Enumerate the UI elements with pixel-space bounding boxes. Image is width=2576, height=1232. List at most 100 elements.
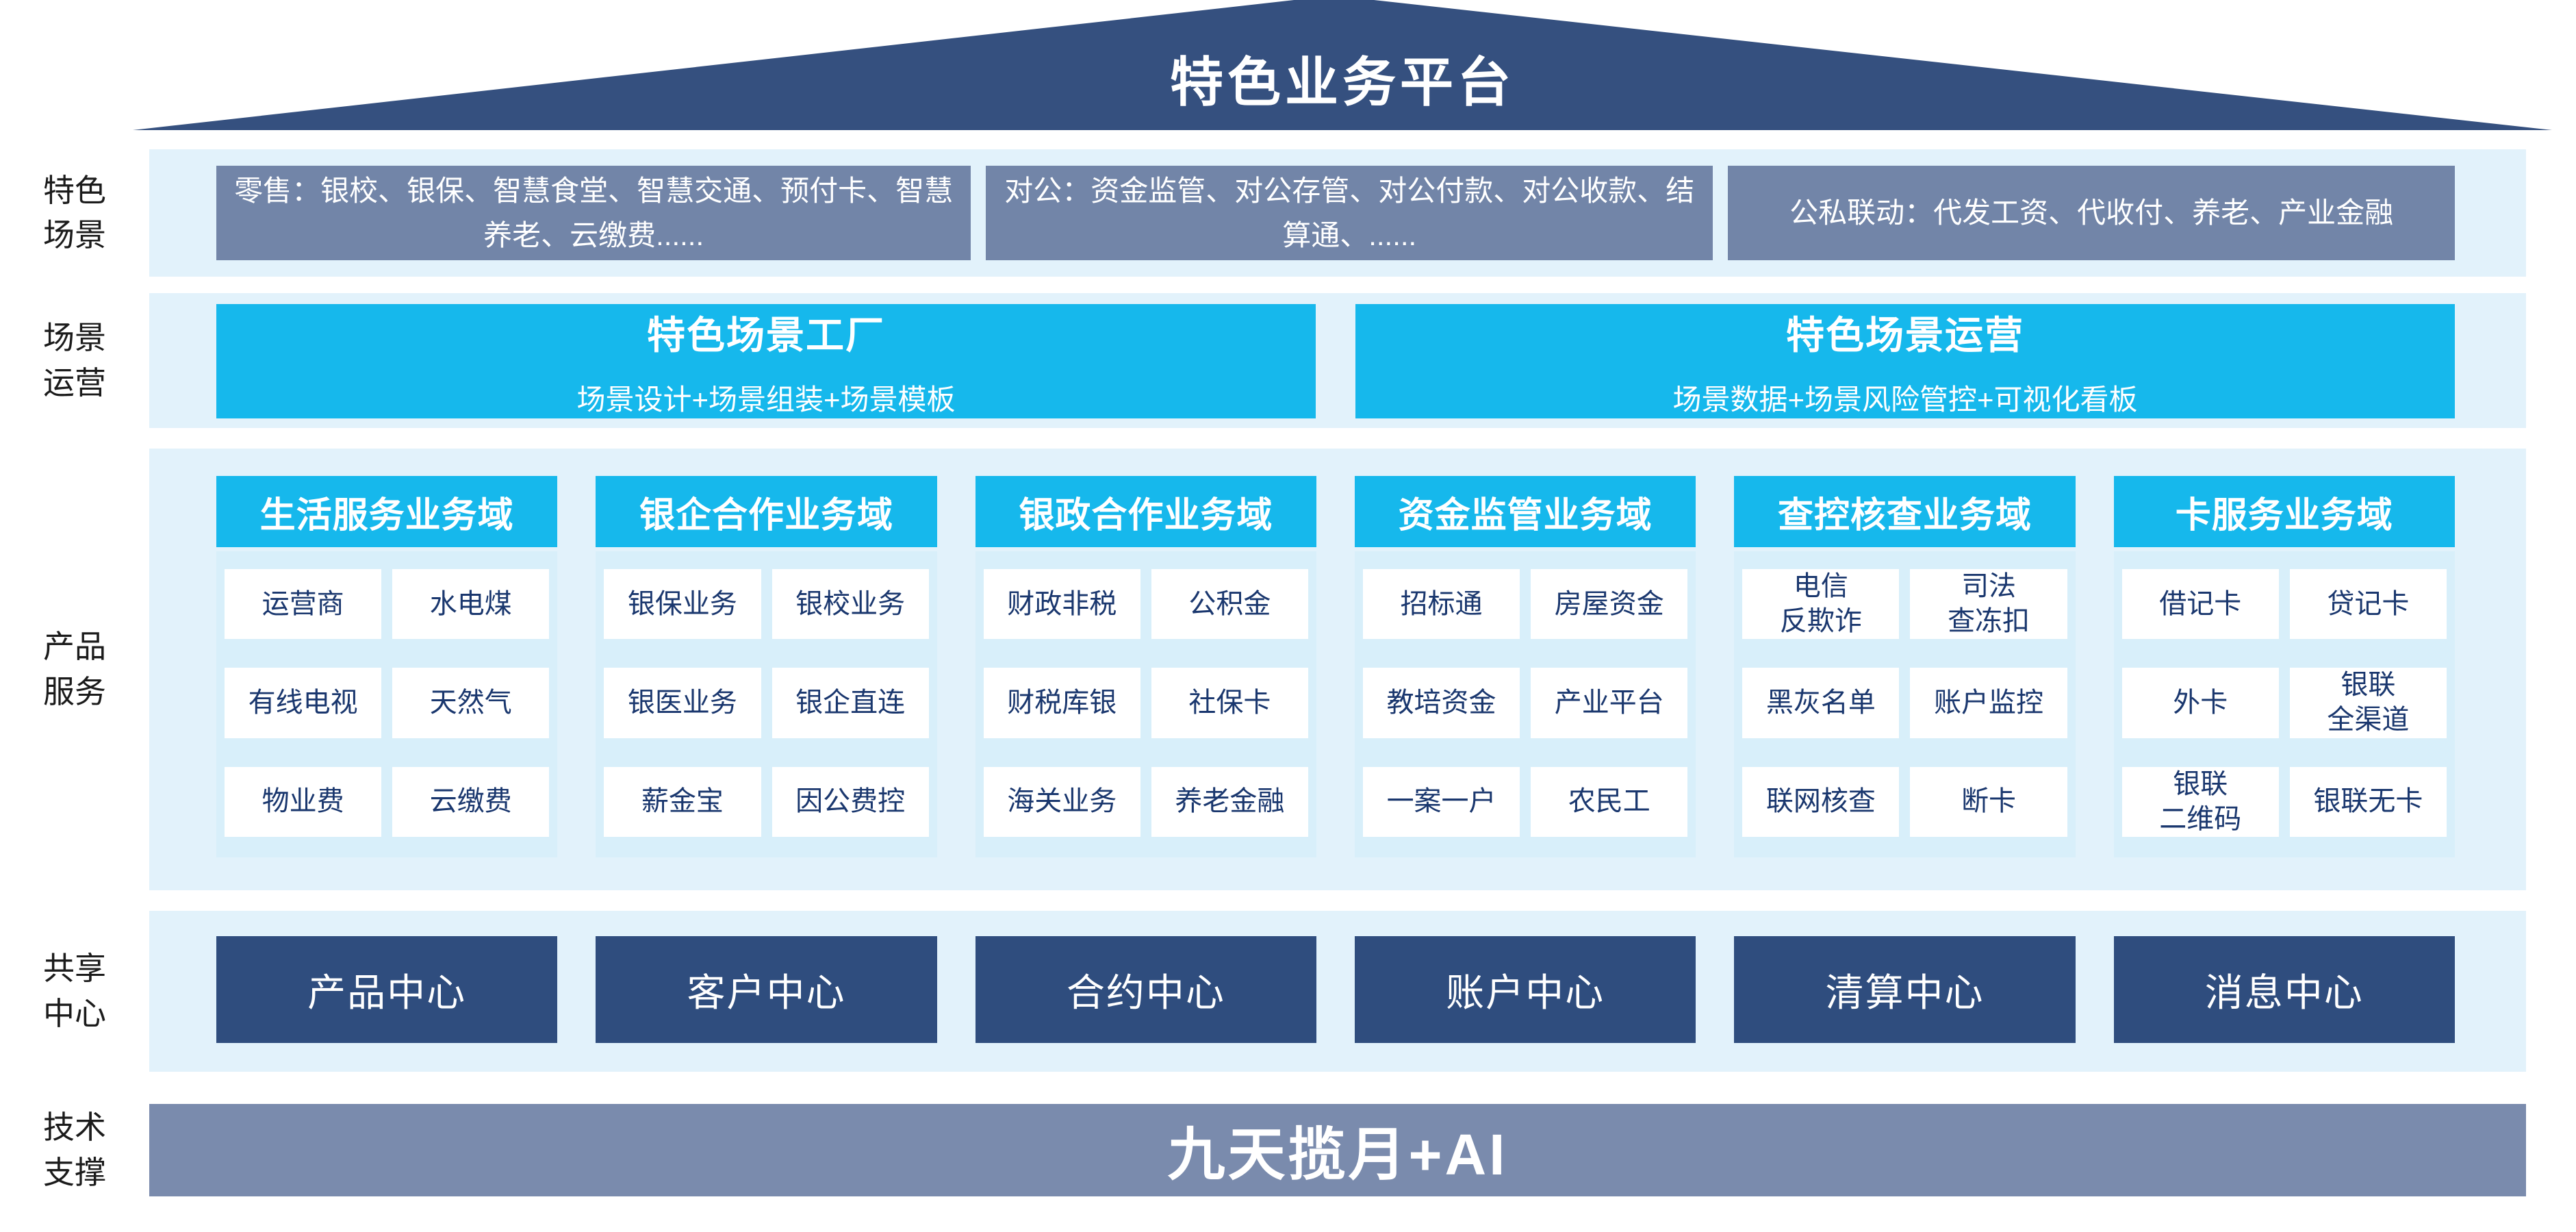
operation-band: 特色场景工厂 场景设计+场景组装+场景模板 特色场景运营 场景数据+场景风险管控…	[149, 293, 2526, 428]
product-chip: 联网核查	[1742, 766, 1900, 837]
chip-row: 黑灰名单 账户监控	[1742, 668, 2067, 738]
chip-row: 联网核查 断卡	[1742, 766, 2067, 837]
product-chip: 海关业务	[983, 766, 1140, 837]
product-chip: 账户监控	[1910, 668, 2067, 738]
chip-row: 招标通 房屋资金	[1362, 569, 1688, 640]
product-chip: 银联无卡	[2289, 766, 2447, 837]
sector-header: 生活服务业务域	[216, 476, 558, 547]
scene-factory-title: 特色场景工厂	[647, 313, 885, 357]
tech-support-bar: 九天揽月+AI	[149, 1104, 2526, 1196]
product-chip: 外卡	[2121, 668, 2279, 738]
center-customer: 客户中心	[596, 936, 937, 1043]
chip-row: 薪金宝 因公费控	[604, 766, 929, 837]
product-chip: 养老金融	[1151, 766, 1308, 837]
sector-life-services: 生活服务业务域 运营商 水电煤 有线电视 天然气 物业费 云缴费	[216, 476, 558, 857]
chip-row: 财政非税 公积金	[983, 569, 1308, 640]
scenes-band: 零售：银校、银保、智慧食堂、智慧交通、预付卡、智慧养老、云缴费...... 对公…	[149, 149, 2526, 277]
product-chip: 银联 全渠道	[2289, 668, 2447, 738]
chip-row: 银联 二维码 银联无卡	[2121, 766, 2447, 837]
centers-band: 产品中心 客户中心 合约中心 账户中心 清算中心 消息中心	[149, 911, 2526, 1072]
product-chip: 银校业务	[771, 569, 929, 640]
scene-operation-subtitle: 场景数据+场景风险管控+可视化看板	[1672, 383, 2138, 416]
product-chip: 银保业务	[604, 569, 761, 640]
product-chip: 司法 查冻扣	[1910, 569, 2067, 640]
product-chip: 因公费控	[771, 766, 929, 837]
sector-body: 财政非税 公积金 财税库银 社保卡 海关业务 养老金融	[975, 551, 1316, 857]
center-contract: 合约中心	[975, 936, 1316, 1043]
scene-operation-box: 特色场景运营 场景数据+场景风险管控+可视化看板	[1355, 304, 2455, 418]
product-chip: 财税库银	[983, 668, 1140, 738]
chip-row: 物业费 云缴费	[225, 766, 550, 837]
product-chip: 有线电视	[225, 668, 382, 738]
sector-body: 电信 反欺诈 司法 查冻扣 黑灰名单 账户监控 联网核查 断卡	[1734, 551, 2076, 857]
product-chip: 招标通	[1362, 569, 1520, 640]
center-message: 消息中心	[2113, 936, 2455, 1043]
product-chip: 物业费	[225, 766, 382, 837]
sector-body: 招标通 房屋资金 教培资金 产业平台 一案一户 农民工	[1354, 551, 1696, 857]
sector-fund-supervision: 资金监管业务域 招标通 房屋资金 教培资金 产业平台 一案一户 农民工	[1354, 476, 1696, 857]
product-chip: 运营商	[225, 569, 382, 640]
sector-card-services: 卡服务业务域 借记卡 贷记卡 外卡 银联 全渠道 银联 二维码 银联无卡	[2113, 476, 2455, 857]
chip-row: 有线电视 天然气	[225, 668, 550, 738]
sector-header: 银企合作业务域	[596, 476, 937, 547]
chip-row: 电信 反欺诈 司法 查冻扣	[1742, 569, 2067, 640]
chip-row: 海关业务 养老金融	[983, 766, 1308, 837]
row-label-centers: 共享 中心	[43, 951, 106, 1031]
sector-header: 卡服务业务域	[2113, 476, 2455, 547]
product-chip: 产业平台	[1531, 668, 1688, 738]
row-label-tech: 技术 支撑	[43, 1109, 106, 1190]
sector-header: 资金监管业务域	[1354, 476, 1696, 547]
product-chip: 农民工	[1531, 766, 1688, 837]
chip-row: 银医业务 银企直连	[604, 668, 929, 738]
sector-body: 银保业务 银校业务 银医业务 银企直连 薪金宝 因公费控	[596, 551, 937, 857]
product-chip: 银联 二维码	[2121, 766, 2279, 837]
product-chip: 断卡	[1910, 766, 2067, 837]
product-chip: 薪金宝	[604, 766, 761, 837]
chip-row: 财税库银 社保卡	[983, 668, 1308, 738]
chip-row: 银保业务 银校业务	[604, 569, 929, 640]
scene-box-retail: 零售：银校、银保、智慧食堂、智慧交通、预付卡、智慧养老、云缴费......	[216, 166, 971, 260]
row-label-products: 产品 服务	[43, 629, 106, 709]
sector-body: 运营商 水电煤 有线电视 天然气 物业费 云缴费	[216, 551, 558, 857]
scene-box-public-private: 公私联动：代发工资、代收付、养老、产业金融	[1728, 166, 2456, 260]
row-label-scenes: 特色 场景	[43, 172, 106, 253]
center-clearing: 清算中心	[1734, 936, 2076, 1043]
tech-support-title: 九天揽月+AI	[1167, 1122, 1508, 1187]
product-chip: 黑灰名单	[1742, 668, 1900, 738]
product-chip: 财政非税	[983, 569, 1140, 640]
scene-factory-box: 特色场景工厂 场景设计+场景组装+场景模板	[216, 304, 1316, 418]
product-chip: 电信 反欺诈	[1742, 569, 1900, 640]
chip-row: 教培资金 产业平台	[1362, 668, 1688, 738]
product-chip: 贷记卡	[2289, 569, 2447, 640]
chip-row: 运营商 水电煤	[225, 569, 550, 640]
product-chip: 房屋资金	[1531, 569, 1688, 640]
sector-bank-government: 银政合作业务域 财政非税 公积金 财税库银 社保卡 海关业务 养老金融	[975, 476, 1316, 857]
sector-header: 银政合作业务域	[975, 476, 1316, 547]
sector-inspection-verification: 查控核查业务域 电信 反欺诈 司法 查冻扣 黑灰名单 账户监控 联网核查 断卡	[1734, 476, 2076, 857]
sector-header: 查控核查业务域	[1734, 476, 2076, 547]
products-band: 生活服务业务域 运营商 水电煤 有线电视 天然气 物业费 云缴费 银企合作业务域	[149, 449, 2526, 890]
product-chip: 社保卡	[1151, 668, 1308, 738]
platform-title: 特色业务平台	[1169, 52, 1515, 112]
product-chip: 银企直连	[771, 668, 929, 738]
product-chip: 云缴费	[392, 766, 550, 837]
chip-row: 外卡 银联 全渠道	[2121, 668, 2447, 738]
product-chip: 水电煤	[392, 569, 550, 640]
center-account: 账户中心	[1354, 936, 1696, 1043]
product-chip: 银医业务	[604, 668, 761, 738]
scene-box-corporate: 对公：资金监管、对公存管、对公付款、对公收款、结算通、......	[986, 166, 1713, 260]
chip-row: 一案一户 农民工	[1362, 766, 1688, 837]
sector-body: 借记卡 贷记卡 外卡 银联 全渠道 银联 二维码 银联无卡	[2113, 551, 2455, 857]
scene-factory-subtitle: 场景设计+场景组装+场景模板	[576, 383, 956, 416]
scene-operation-title: 特色场景运营	[1786, 313, 2024, 357]
chip-row: 借记卡 贷记卡	[2121, 569, 2447, 640]
product-chip: 公积金	[1151, 569, 1308, 640]
product-chip: 一案一户	[1362, 766, 1520, 837]
product-chip: 教培资金	[1362, 668, 1520, 738]
row-label-operation: 场景 运营	[43, 320, 106, 401]
center-product: 产品中心	[216, 936, 558, 1043]
product-chip: 借记卡	[2121, 569, 2279, 640]
platform-roof: 特色业务平台	[133, 0, 2552, 130]
sector-bank-enterprise: 银企合作业务域 银保业务 银校业务 银医业务 银企直连 薪金宝 因公费控	[596, 476, 937, 857]
